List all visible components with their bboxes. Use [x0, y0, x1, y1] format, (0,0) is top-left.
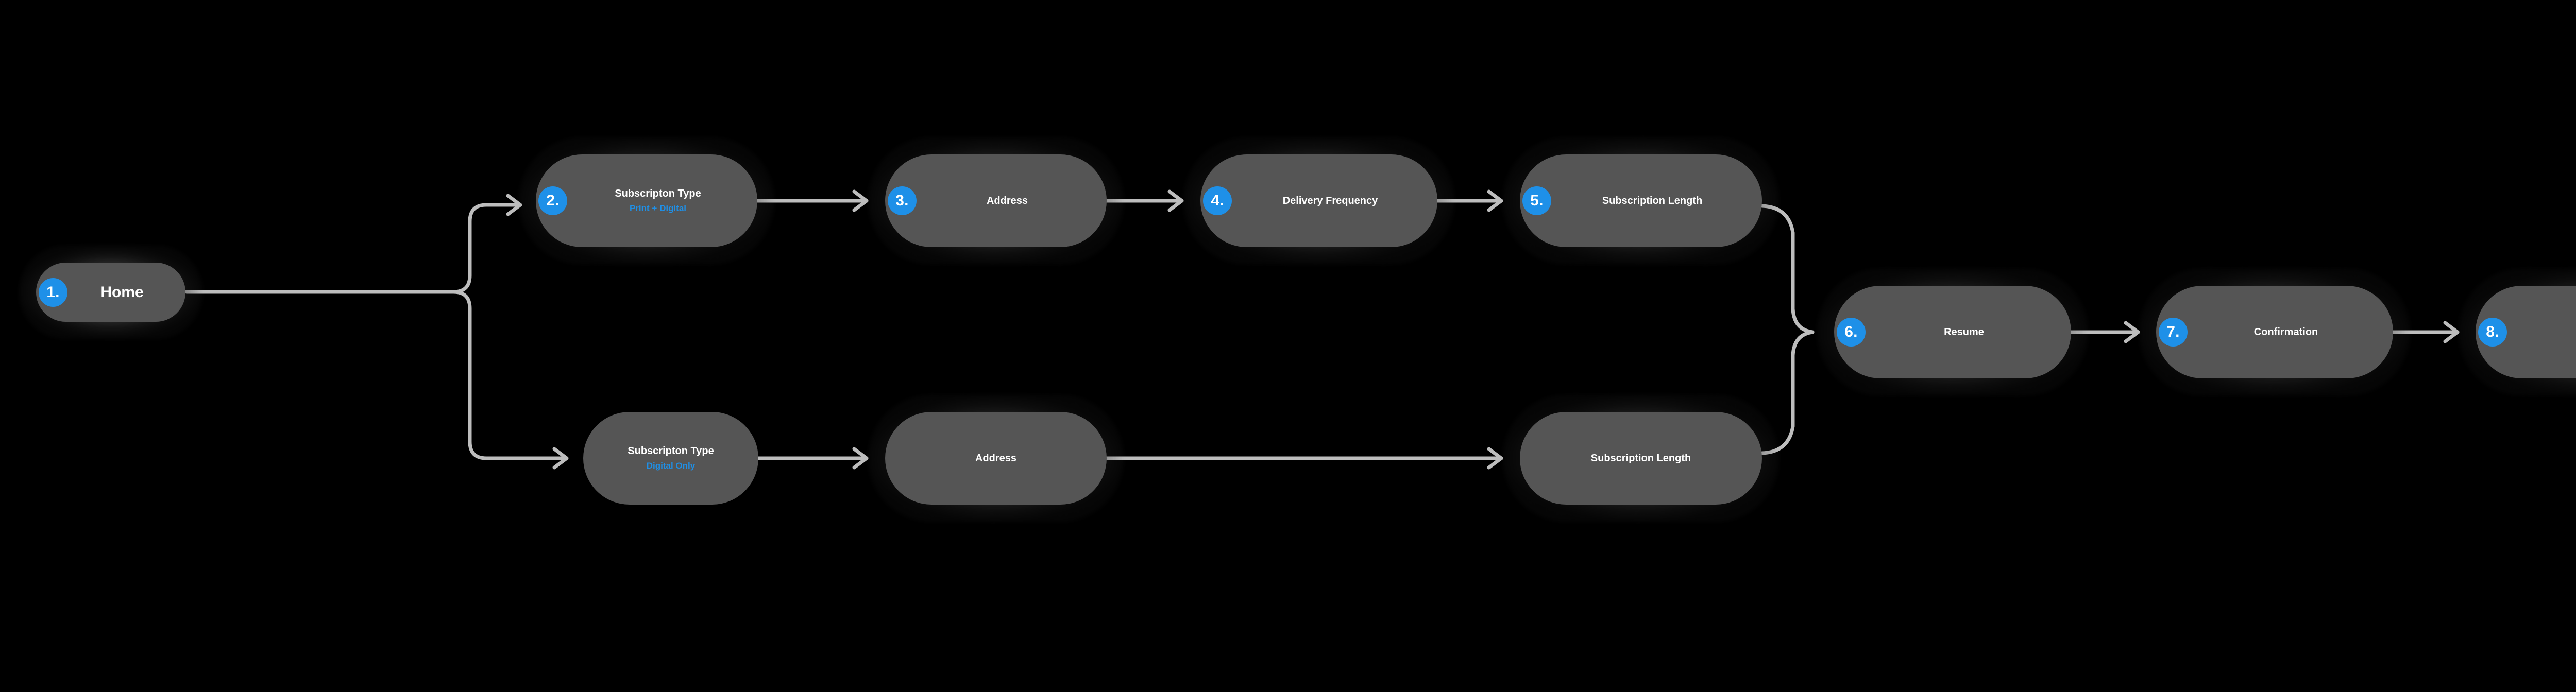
step-number-label: 8.	[2486, 323, 2499, 340]
step-number-badge: 3.	[888, 186, 917, 215]
flow-node-confirmation[interactable]: 7.Confirmation	[2139, 268, 2411, 396]
flow-node-payment[interactable]: 8.Payment	[2458, 268, 2576, 396]
step-number-label: 4.	[1211, 192, 1224, 209]
flow-node-address-digital[interactable]: Address	[868, 394, 1124, 522]
step-number-badge: 7.	[2159, 318, 2188, 347]
node-body	[583, 412, 758, 505]
step-number-badge: 1.	[39, 278, 67, 307]
node-body	[885, 154, 1107, 247]
step-number-label: 1.	[46, 283, 60, 301]
edge-address-digital-to-sublength	[1105, 447, 1503, 470]
flow-node-address-print[interactable]: 3.Address	[868, 137, 1124, 265]
step-number-badge: 5.	[1522, 186, 1551, 215]
step-number-label: 3.	[895, 192, 909, 209]
node-body	[1200, 154, 1437, 247]
node-body	[2156, 286, 2393, 378]
flow-node-home[interactable]: 1.Home	[19, 245, 203, 339]
step-number-label: 7.	[2166, 323, 2180, 340]
flow-node-resume[interactable]: 6.Resume	[1817, 268, 2089, 396]
node-body	[885, 412, 1107, 505]
step-number-badge: 8.	[2478, 318, 2507, 347]
node-body	[536, 154, 757, 247]
step-number-label: 5.	[1530, 192, 1544, 209]
node-body	[1834, 286, 2071, 378]
step-number-badge: 2.	[538, 186, 567, 215]
step-number-label: 6.	[1844, 323, 1858, 340]
flow-node-delivery-frequency[interactable]: 4.Delivery Frequency	[1183, 137, 1455, 265]
node-body	[1520, 154, 1762, 247]
arrowhead-home-to-subtype-digital	[552, 447, 569, 470]
flow-node-sub-length-digital[interactable]: Subscription Length	[1502, 394, 1780, 522]
flow-node-sub-length-print[interactable]: 5.Subscription Length	[1502, 137, 1780, 265]
step-number-badge: 4.	[1203, 186, 1232, 215]
edge-subtype-digital-to-address	[756, 447, 869, 470]
edge-subtype-print-to-address	[755, 189, 869, 212]
node-body	[1520, 412, 1762, 505]
step-number-label: 2.	[546, 192, 560, 209]
edge-home-fork	[184, 203, 565, 460]
step-number-badge: 6.	[1837, 318, 1866, 347]
